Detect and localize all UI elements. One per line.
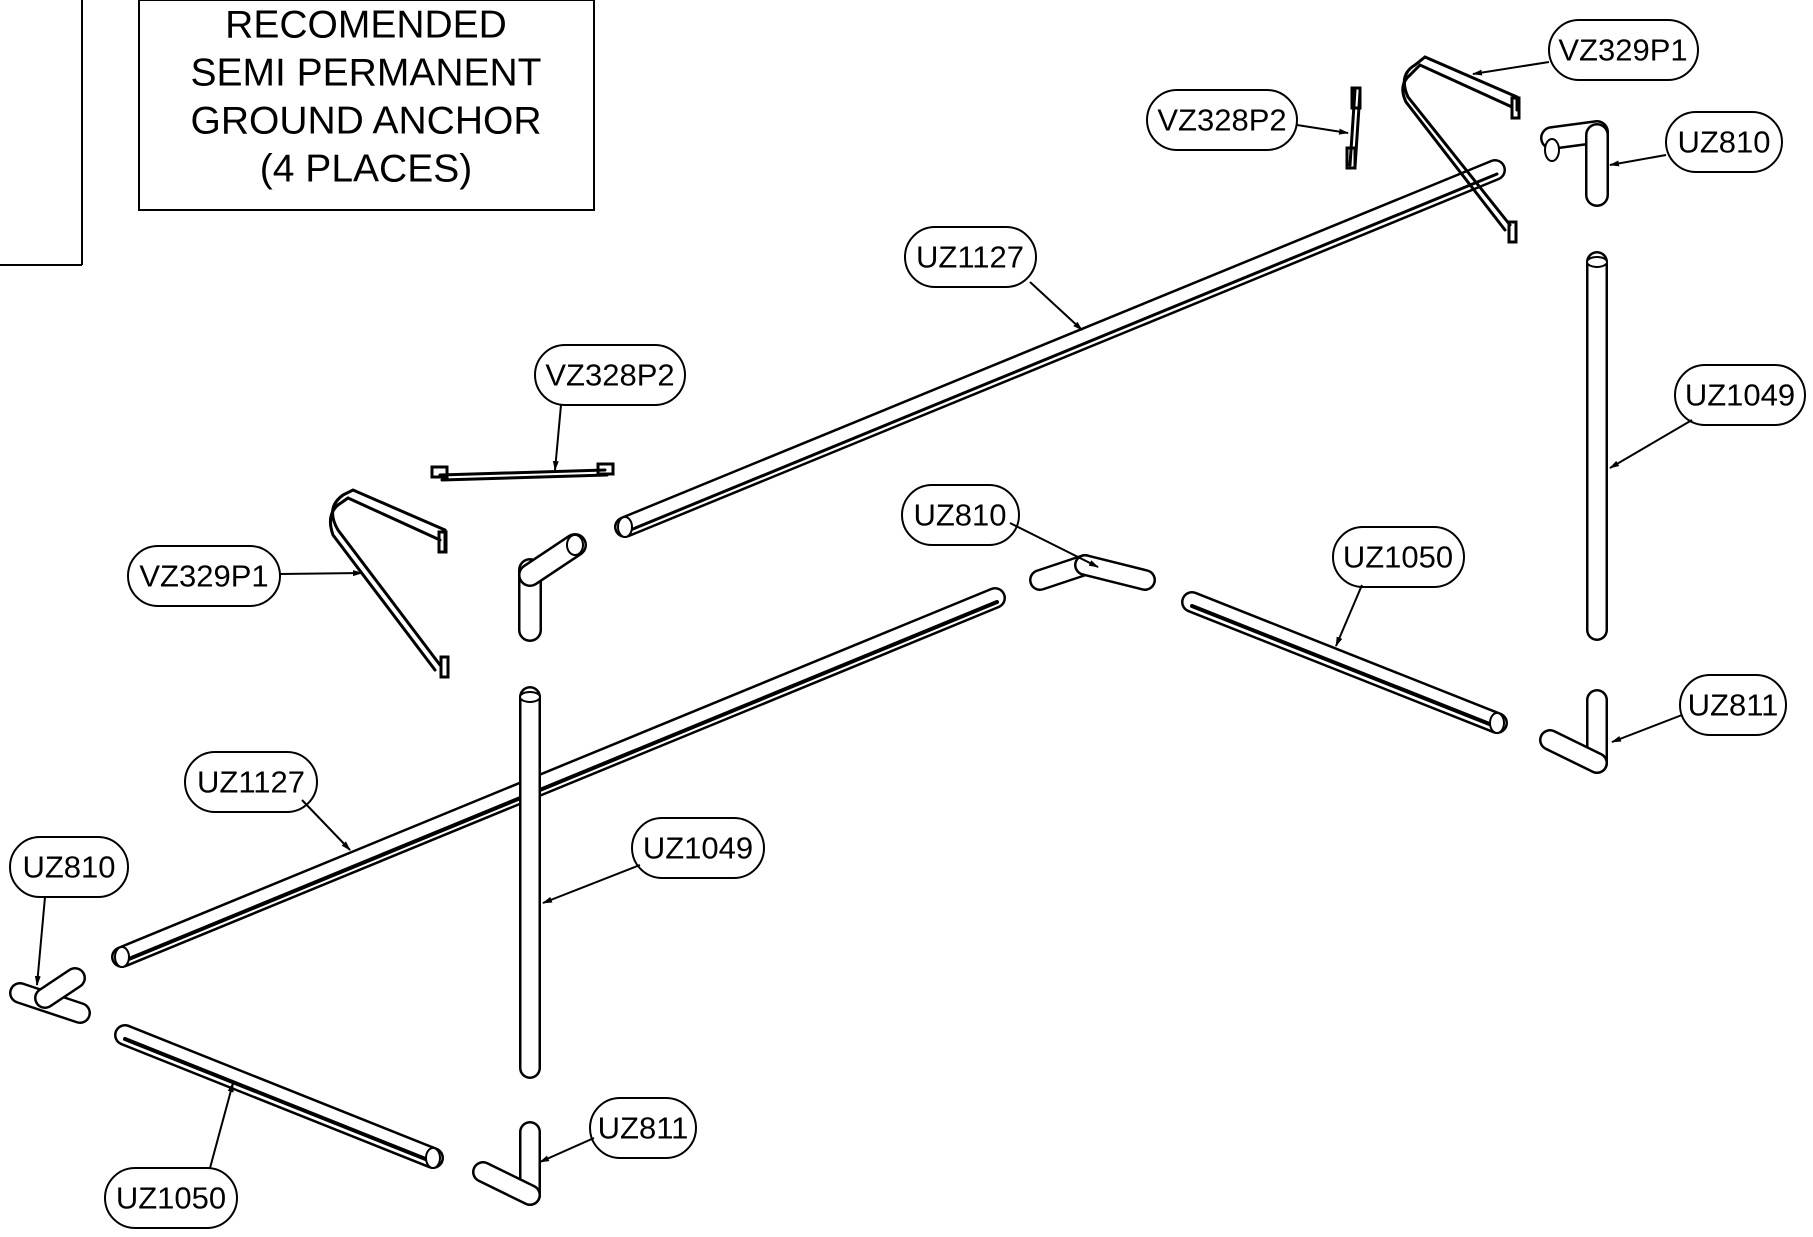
tube-uz1127-top: [614, 159, 1506, 538]
bracket-vz329p1-top: [1401, 55, 1521, 244]
tube-uz1049-right: [1586, 251, 1608, 641]
callout-uz1127-top: UZ1127: [904, 226, 1083, 331]
callout-label: UZ811: [1688, 688, 1779, 723]
anchor-note-box: RECOMENDED SEMI PERMANENT GROUND ANCHOR …: [138, 0, 595, 211]
callout-uz1049-right: UZ1049: [1609, 364, 1806, 469]
callout-label: UZ1049: [643, 831, 753, 866]
callout-label: VZ329P1: [139, 559, 268, 594]
callout-vz329p1-left: VZ329P1: [127, 545, 363, 607]
parts: [9, 55, 1609, 1206]
fitting-uz811-bottom: [472, 1121, 541, 1206]
callout-uz810-top-right: UZ810: [1609, 111, 1783, 173]
callout-label: UZ1127: [197, 765, 305, 800]
callout-label: UZ1127: [916, 240, 1024, 275]
callout-label: UZ810: [913, 498, 1006, 533]
tube-uz1050-right: [1181, 591, 1508, 734]
callout-uz810-left: UZ810: [9, 836, 129, 986]
tube-uz1050-bottom: [114, 1024, 444, 1169]
callout-label: VZ329P1: [1558, 33, 1687, 68]
elbow-uz810-left-top: [518, 533, 587, 642]
tube-uz1127-left: [111, 587, 1006, 968]
callout-uz1050-bottom: UZ1050: [104, 1082, 238, 1229]
callout-label: UZ1049: [1685, 378, 1795, 413]
bracket-vz328p2-left: [430, 462, 615, 482]
callout-uz1127-left: UZ1127: [184, 751, 351, 851]
callout-label: VZ328P2: [1157, 103, 1286, 138]
callout-label: VZ328P2: [545, 358, 674, 393]
elbow-uz810-left: [9, 967, 91, 1024]
bracket-vz329p1-left: [328, 488, 450, 679]
note-line-2: SEMI PERMANENT: [190, 52, 541, 95]
tube-uz1049-center: [519, 686, 541, 1079]
note-line-1: RECOMENDED: [225, 4, 507, 47]
callout-uz811-right: UZ811: [1611, 674, 1787, 743]
callouts: VZ329P1 VZ328P2 UZ810 UZ1127 UZ1049: [9, 19, 1806, 1229]
callout-uz811-bottom: UZ811: [539, 1097, 697, 1163]
note-line-3: GROUND ANCHOR: [190, 100, 541, 143]
bracket-vz328p2-top: [1345, 86, 1362, 170]
fitting-uz811-right: [1539, 689, 1608, 774]
callout-uz1049-center: UZ1049: [542, 817, 765, 904]
callout-uz810-center: UZ810: [901, 484, 1099, 568]
callout-label: UZ811: [598, 1111, 689, 1146]
elbow-uz810-top-right: [1540, 120, 1609, 207]
callout-label: UZ1050: [1343, 540, 1453, 575]
callout-label: UZ1050: [116, 1181, 226, 1216]
border-fragment: [0, 0, 83, 266]
note-line-4: (4 PLACES): [260, 148, 472, 191]
elbow-uz810-center: [1029, 554, 1156, 591]
callout-vz328p2-top: VZ328P2: [1146, 89, 1349, 151]
callout-vz328p2-left: VZ328P2: [534, 344, 686, 471]
callout-uz1050-right: UZ1050: [1332, 526, 1465, 647]
callout-vz329p1-top: VZ329P1: [1472, 19, 1699, 81]
callout-label: UZ810: [22, 850, 115, 885]
callout-label: UZ810: [1677, 125, 1770, 160]
